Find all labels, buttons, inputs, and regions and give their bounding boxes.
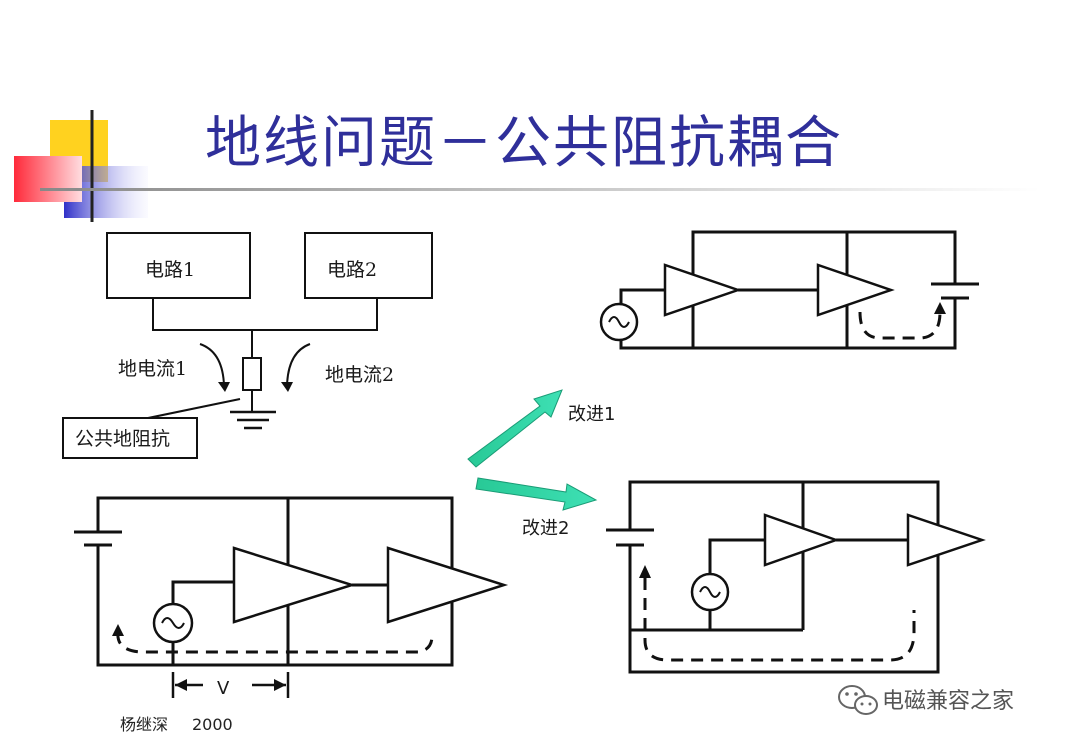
battery-icon — [606, 528, 654, 547]
callout-pointer — [147, 398, 241, 419]
circuit1-box — [106, 232, 251, 299]
amplifier-icon — [663, 263, 742, 317]
imp2-return-arrowhead — [639, 565, 651, 578]
imp1-return-arrowhead — [934, 302, 946, 314]
ground-icon — [230, 410, 276, 430]
imp1-source-ground-wire — [619, 340, 693, 350]
amplifier-icon — [232, 546, 357, 624]
imp2-source-signal-wire — [708, 538, 765, 575]
source-signal-wire — [171, 580, 234, 604]
amplifier-icon — [906, 513, 986, 567]
watermark-text: 电磁兼容之家 — [882, 689, 1014, 714]
amplifier-icon — [816, 263, 895, 317]
ground-current2-label: 地电流2 — [325, 364, 394, 386]
ground-current2-arrowhead — [281, 382, 293, 392]
improvement1-label: 改进1 — [568, 404, 615, 425]
watermark: 电磁兼容之家 — [838, 685, 1014, 715]
ac-source-icon — [690, 572, 730, 612]
battery-icon — [74, 530, 122, 547]
imp1-bottom-wire — [693, 298, 957, 350]
header-decoration — [14, 110, 1040, 222]
improvement-arrows: 改进1 改进2 — [467, 389, 615, 539]
ac-source-icon — [599, 302, 639, 342]
header-underline — [40, 188, 1040, 191]
common-impedance-diagram: 电路1 电路2 地电流1 地电流2 公共地阻抗 — [62, 232, 433, 459]
footer-year: 2000 — [192, 715, 233, 734]
circuit2-box — [304, 232, 433, 299]
footer-author: 杨继深 — [120, 715, 168, 734]
amplifier-icon — [763, 513, 840, 567]
improvement1-circuit — [599, 230, 979, 350]
circuit1-label: 电路1 — [145, 259, 195, 281]
ground-current2-arrow — [286, 343, 311, 387]
ground-current1-arrowhead — [218, 382, 230, 392]
original-circuit: V — [74, 496, 509, 699]
circuit2-label: 电路2 — [327, 259, 377, 281]
imp2-return-path — [643, 578, 916, 662]
imp1-source-signal-wire — [619, 288, 665, 305]
ground-current1-arrow — [199, 343, 225, 387]
imp1-return-path — [858, 311, 942, 340]
ac-source-icon — [152, 602, 194, 644]
imp2-outer-loop — [628, 480, 940, 674]
common-impedance-resistor — [242, 357, 262, 391]
wechat-icon — [838, 685, 878, 715]
improvement1-arrow — [467, 389, 563, 468]
voltage-label: V — [217, 678, 230, 699]
ground-current1-label: 地电流1 — [118, 358, 187, 380]
ground-bus-wire — [152, 298, 378, 331]
battery-icon — [931, 282, 979, 300]
improvement2-circuit — [606, 480, 986, 674]
ground-return-path — [116, 631, 434, 654]
deco-red-square — [14, 156, 82, 202]
common-impedance-label: 公共地阻抗 — [75, 428, 170, 450]
return-path-arrowhead — [112, 624, 124, 636]
improvement2-arrow — [475, 477, 598, 511]
common-impedance-callout — [62, 417, 198, 459]
voltage-indicator: V — [171, 672, 290, 699]
improvement2-label: 改进2 — [522, 518, 569, 539]
page-title: 地线问题－公共阻抗耦合 — [205, 111, 843, 176]
amplifier-icon — [386, 546, 509, 624]
